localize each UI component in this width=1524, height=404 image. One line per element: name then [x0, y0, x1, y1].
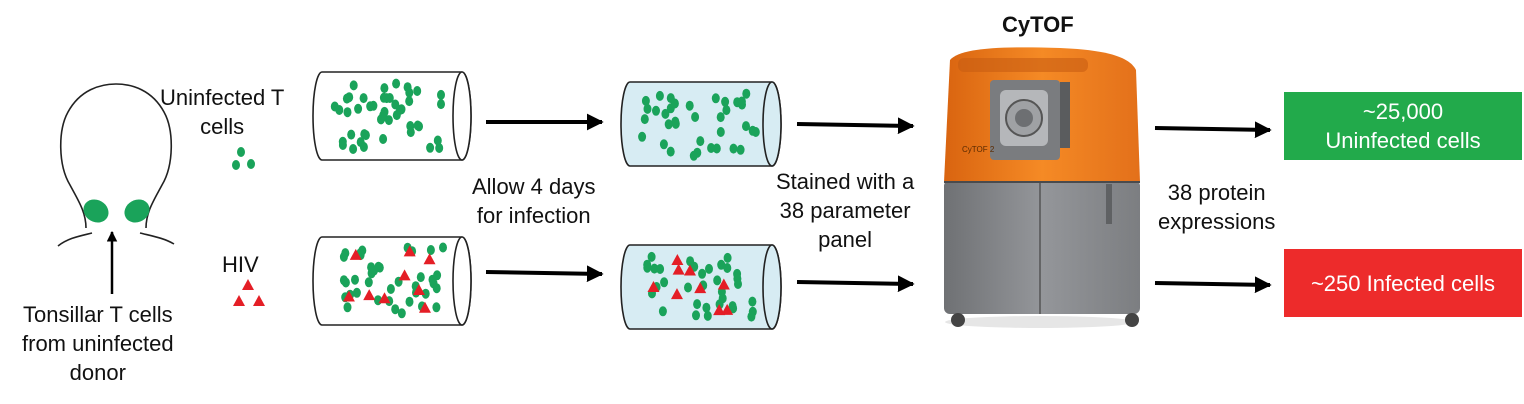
tube-uninfected-start	[312, 71, 472, 161]
tube-uninfected-end	[620, 81, 782, 167]
infected-result-box	[1284, 249, 1522, 317]
tonsillar-label: Tonsillar T cells from uninfected donor	[22, 302, 174, 385]
arrow-1-bottom	[485, 265, 604, 283]
head-icon	[57, 83, 175, 247]
infected-result-text: ~250 Infected cells	[1310, 270, 1496, 296]
cytof-machine-image: CyTOF 2	[944, 47, 1140, 328]
arrow-3-bottom	[1154, 276, 1272, 294]
tube-infected-start	[312, 236, 472, 326]
uninfected-label: Uninfected T cells	[160, 85, 285, 139]
protein-expressions-label: 38 protein expressions	[1158, 180, 1276, 234]
hiv-virus-icon	[233, 279, 265, 306]
arrow-2-top	[796, 117, 915, 135]
uninfected-result-text: ~25,000 Uninfected cells	[1325, 99, 1481, 153]
arrow-2-bottom	[796, 275, 915, 293]
arrow-3-top	[1154, 121, 1272, 139]
stained-label: Stained with a 38 parameter panel	[776, 169, 915, 252]
uninfected-cells-icon	[232, 147, 255, 170]
svg-text:CyTOF 2: CyTOF 2	[962, 145, 995, 154]
hiv-label: HIV	[222, 252, 259, 277]
cytof-title: CyTOF	[1002, 12, 1074, 37]
allow-infection-label: Allow 4 days for infection	[472, 174, 596, 228]
uninfected-result-box	[1284, 92, 1522, 160]
tube-infected-end	[620, 244, 782, 330]
